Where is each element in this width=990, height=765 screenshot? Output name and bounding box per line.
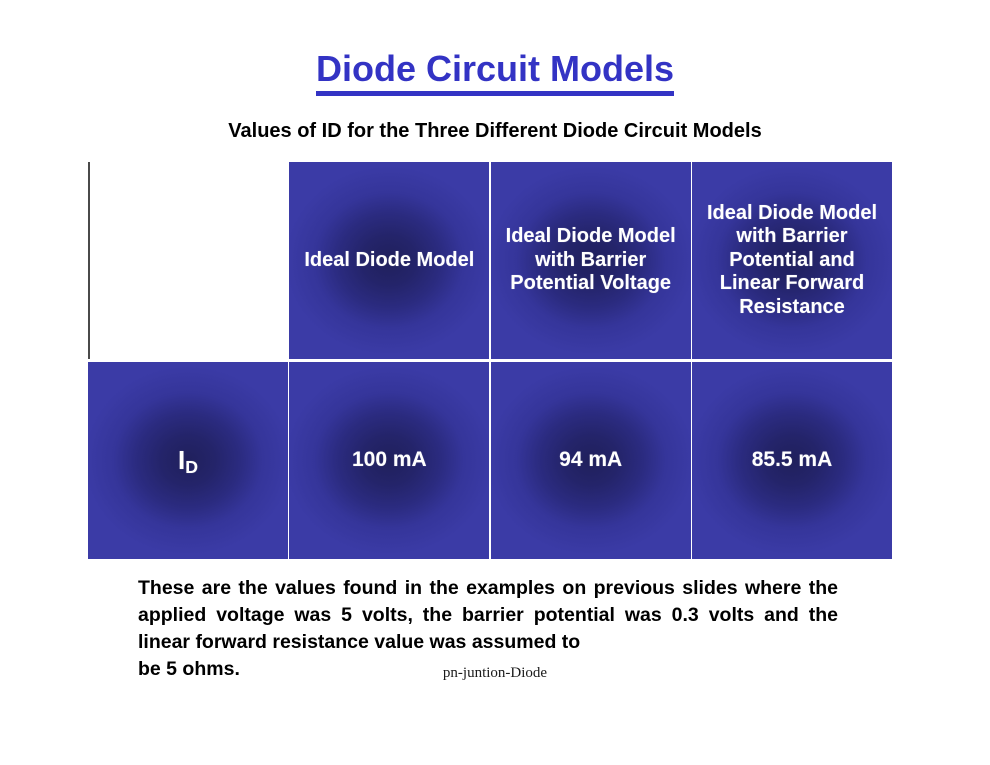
value-cell-box-1: 100 mA [289, 362, 490, 559]
table-value-cell-ideal: 100 mA [289, 362, 490, 559]
value-label-3: 85.5 mA [751, 448, 833, 472]
table-header-row: Ideal Diode Model Ideal Diode Model with… [88, 162, 892, 359]
row-gap [88, 359, 892, 362]
header-cell-box-3: Ideal Diode Model with Barrier Potential… [692, 162, 892, 359]
table-corner-cell [88, 162, 288, 359]
row-label-symbol: I [178, 445, 186, 476]
table-row-label-cell: ID [88, 362, 288, 559]
table-row: ID 100 mA 94 mA 85.5 mA [88, 362, 892, 559]
page-title: Diode Circuit Models [0, 48, 990, 96]
diode-models-table: Ideal Diode Model Ideal Diode Model with… [88, 162, 892, 559]
page-title-text: Diode Circuit Models [315, 48, 675, 96]
value-cell-box-2: 94 mA [490, 362, 691, 559]
value-label-1: 100 mA [351, 448, 427, 472]
value-cell-box-3: 85.5 mA [692, 362, 892, 559]
row-label-id: ID [170, 443, 206, 477]
header-cell-box-2: Ideal Diode Model with Barrier Potential… [490, 162, 691, 359]
header-cell-box-1: Ideal Diode Model [289, 162, 490, 359]
table-header-cell-barrier: Ideal Diode Model with Barrier Potential… [490, 162, 691, 359]
value-label-2: 94 mA [559, 448, 623, 472]
note-last-line: be 5 ohms. [138, 657, 240, 680]
explanatory-note: These are the values found in the exampl… [138, 575, 838, 683]
note-main-text: These are the values found in the exampl… [138, 577, 838, 653]
table-value-cell-resistance: 85.5 mA [692, 362, 892, 559]
row-gap-cell [88, 359, 892, 362]
column-gap [690, 362, 692, 559]
table-header-cell-resistance: Ideal Diode Model with Barrier Potential… [692, 162, 892, 359]
row-label-box: ID [88, 362, 288, 559]
column-gap [288, 162, 290, 359]
table-header-cell-ideal: Ideal Diode Model [289, 162, 490, 359]
row-label-subscript: D [185, 457, 198, 478]
column-gap [288, 362, 290, 559]
header-label-3: Ideal Diode Model with Barrier Potential… [706, 202, 878, 318]
header-label-1: Ideal Diode Model [304, 248, 475, 271]
column-gap [489, 162, 491, 359]
page-subtitle: Values of ID for the Three Different Dio… [228, 120, 762, 142]
header-label-2: Ideal Diode Model with Barrier Potential… [505, 225, 676, 295]
column-gap [690, 162, 692, 359]
column-gap [489, 362, 491, 559]
slide-footer: pn-juntion-Diode [442, 665, 548, 681]
table-value-cell-barrier: 94 mA [490, 362, 691, 559]
corner-cell-blank [88, 162, 288, 359]
